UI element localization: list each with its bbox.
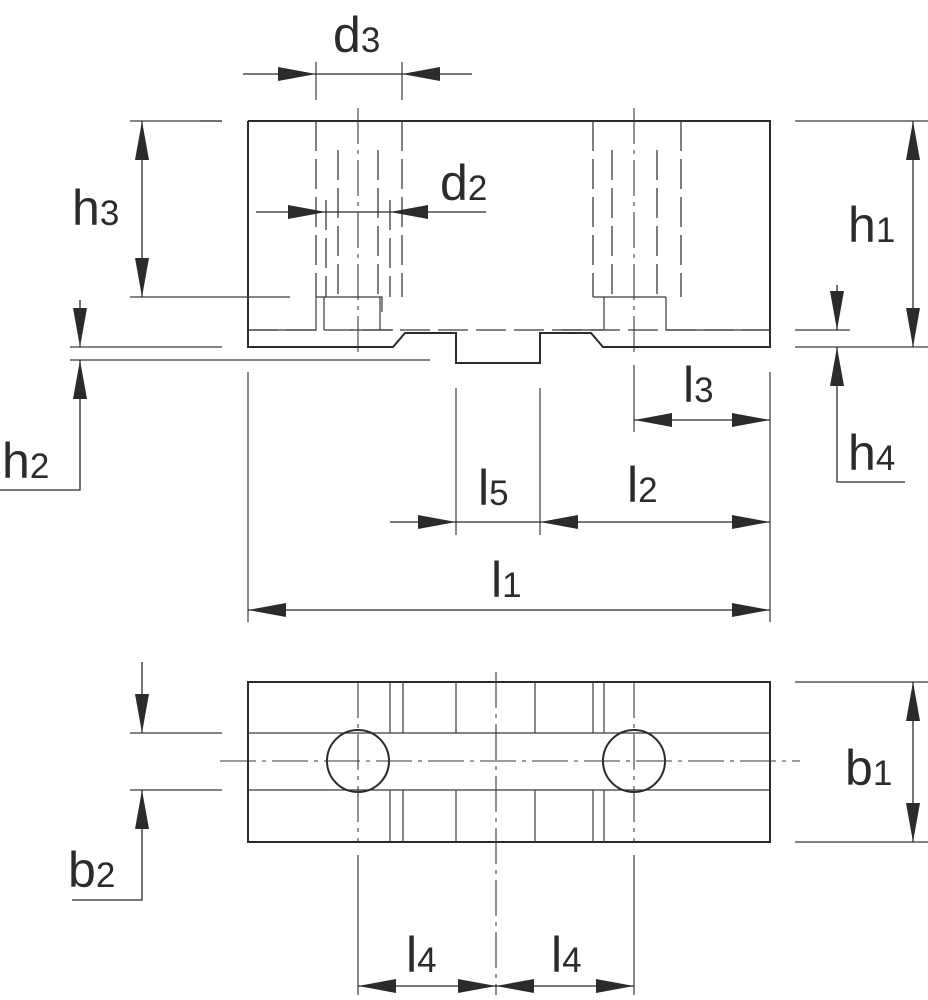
label-b1: b1 [845, 740, 892, 796]
label-h3: h3 [72, 180, 119, 236]
h2-arrow-bottom [73, 360, 87, 399]
h2-arrow-top [73, 308, 87, 347]
b1-arrow-bottom [906, 803, 920, 842]
b1-arrow-top [906, 682, 920, 721]
label-h2: h2 [2, 433, 49, 489]
h3-arrow-top [135, 121, 149, 160]
l5-arrow-left [418, 515, 456, 529]
label-l4-left: l4 [406, 927, 437, 983]
label-l3: l3 [683, 357, 714, 413]
dimension-labels: d3 d2 h3 h1 h2 h4 l3 l5 l2 l1 b1 b2 l4 l… [2, 7, 895, 983]
l3-arrow-left [634, 413, 672, 427]
side-view-outline [247, 120, 771, 364]
l1-arrow-right [732, 603, 770, 617]
h4-leader [836, 347, 905, 483]
h4-arrow-bottom [830, 347, 844, 386]
label-l5: l5 [478, 460, 509, 516]
label-l1: l1 [491, 552, 522, 608]
l2-arrow-right [732, 515, 770, 529]
label-b2: b2 [68, 842, 115, 898]
l2-arrow-left [540, 515, 578, 529]
side-view-dimensions [0, 67, 920, 617]
h3-arrow-bottom [135, 258, 149, 297]
h1-arrow-bottom [906, 308, 920, 347]
b2-arrow-bottom [135, 790, 149, 829]
h1-arrow-top [906, 121, 920, 160]
right-counterbore-step [665, 297, 770, 331]
d3-arrow-left [278, 67, 316, 81]
left-counterbore-step [248, 297, 317, 331]
label-d2: d2 [440, 155, 487, 211]
top-view-dimensions [72, 662, 920, 993]
side-view [70, 62, 928, 622]
d3-arrow-right [402, 67, 440, 81]
top-view-outline [247, 681, 771, 843]
label-l2: l2 [627, 457, 658, 513]
b2-arrow-top [135, 694, 149, 733]
left-counterbore-top [316, 296, 383, 312]
l4-right-arrow-a [496, 979, 534, 993]
h4-arrow-top [830, 291, 844, 330]
l3-arrow-right [732, 413, 770, 427]
l4-left-arrow-b [458, 979, 496, 993]
l4-right-arrow-b [596, 979, 634, 993]
l4-left-arrow-a [358, 979, 396, 993]
d2-arrow-right [390, 205, 428, 219]
l1-arrow-left [248, 603, 286, 617]
label-h1: h1 [848, 197, 895, 253]
label-d3: d3 [333, 7, 380, 63]
top-view [130, 672, 928, 995]
d2-arrow-left [288, 205, 326, 219]
label-l4-right: l4 [551, 927, 582, 983]
label-h4: h4 [848, 425, 895, 481]
h2-leader [0, 360, 81, 491]
